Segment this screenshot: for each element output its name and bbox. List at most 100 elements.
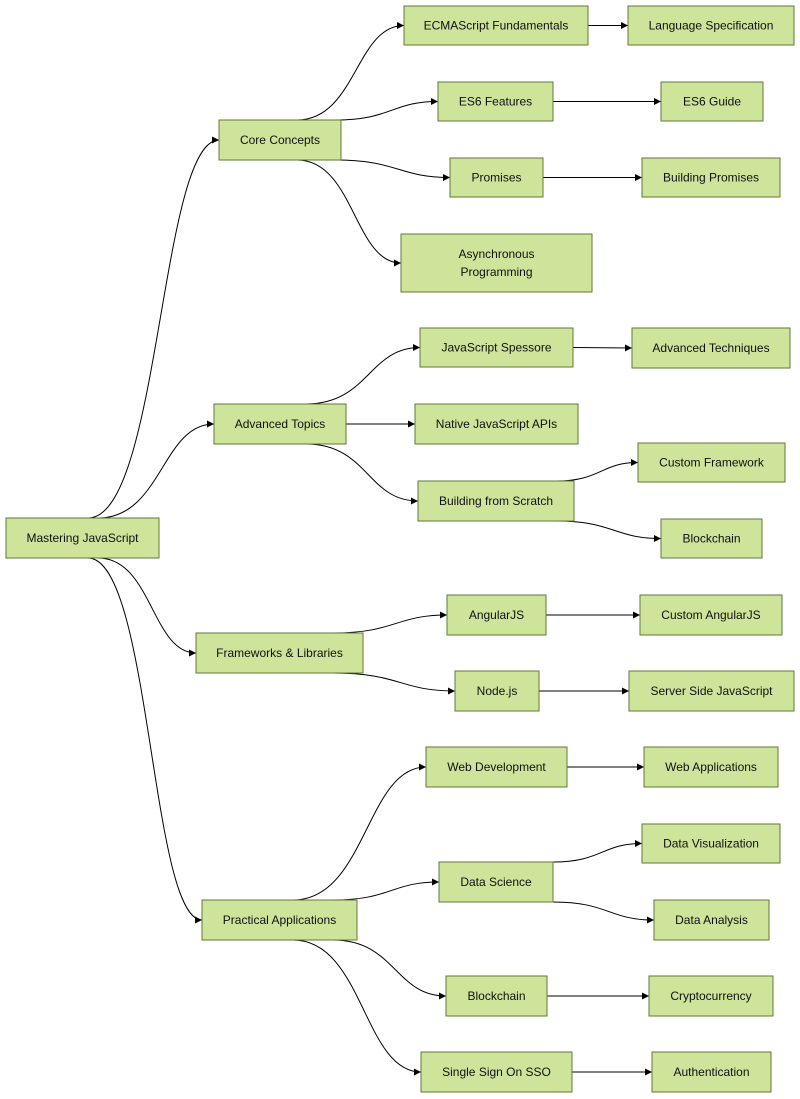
node-box	[648, 975, 774, 1017]
node-es6guide[interactable]: ES6 Guide	[660, 81, 764, 122]
node-label: Custom Framework	[659, 456, 765, 470]
node-box	[218, 119, 342, 161]
node-crypto[interactable]: Cryptocurrency	[648, 975, 774, 1017]
node-webapps[interactable]: Web Applications	[643, 746, 779, 788]
node-label: Blockchain	[682, 532, 740, 546]
edge-spessore-to-advtech	[572, 344, 633, 352]
node-root[interactable]: Mastering JavaScript	[5, 517, 160, 559]
node-label: Practical Applications	[223, 913, 336, 927]
node-label: Building Promises	[663, 171, 759, 185]
node-scratch[interactable]: Building from Scratch	[417, 480, 575, 522]
node-box	[639, 594, 783, 636]
node-box	[631, 327, 791, 369]
node-blockchain1[interactable]: Blockchain	[660, 518, 763, 559]
node-customfw[interactable]: Custom Framework	[637, 442, 786, 483]
edge-scratch-to-blockchain1	[555, 520, 662, 542]
node-box	[651, 1051, 772, 1093]
node-label: Authentication	[673, 1065, 749, 1079]
edge-practical-to-blockchain2	[332, 939, 447, 1000]
node-label: Data Science	[460, 875, 532, 889]
node-es6[interactable]: ES6 Features	[437, 81, 554, 122]
node-box	[449, 157, 544, 198]
node-label: Advanced Techniques	[652, 341, 769, 355]
node-adv[interactable]: Advanced Topics	[213, 403, 347, 445]
node-label: Language Specification	[649, 19, 774, 33]
edge-core-to-async	[296, 159, 402, 267]
node-label: ES6 Guide	[683, 95, 741, 109]
edge-datasci-to-dataanal	[552, 901, 655, 924]
node-label: Custom AngularJS	[661, 608, 760, 622]
node-label: Data Visualization	[663, 837, 759, 851]
node-label: Core Concepts	[240, 133, 320, 147]
edges-layer	[87, 22, 662, 1076]
edge-scratch-to-customfw	[555, 459, 639, 482]
node-label: Native JavaScript APIs	[436, 417, 557, 431]
node-box	[195, 632, 364, 674]
node-label: Server Side JavaScript	[650, 684, 773, 698]
node-box	[213, 403, 347, 445]
edge-practical-to-sso	[292, 939, 422, 1076]
node-webdev[interactable]: Web Development	[425, 746, 568, 788]
edge-practical-to-datasci	[332, 878, 440, 901]
node-box	[454, 670, 540, 712]
node-ssjs[interactable]: Server Side JavaScript	[628, 670, 795, 712]
node-practical[interactable]: Practical Applications	[201, 899, 358, 941]
node-native[interactable]: Native JavaScript APIs	[414, 403, 579, 445]
node-label: ECMAScript Fundamentals	[424, 19, 569, 33]
edge-datasci-to-dataviz	[552, 840, 643, 863]
node-box	[641, 157, 781, 198]
node-box	[400, 233, 593, 293]
node-box	[438, 861, 554, 903]
edge-core-to-ecma	[296, 22, 405, 121]
node-box	[437, 81, 554, 122]
edge-root-to-fw	[97, 557, 197, 657]
node-label: Mastering JavaScript	[26, 531, 139, 545]
node-box	[653, 899, 770, 941]
node-box	[660, 81, 764, 122]
node-buildprom[interactable]: Building Promises	[641, 157, 781, 198]
node-box	[417, 480, 575, 522]
node-sso[interactable]: Single Sign On SSO	[420, 1051, 573, 1093]
node-label: Building from Scratch	[439, 494, 553, 508]
edge-practical-to-webdev	[292, 763, 427, 901]
nodes-layer: Mastering JavaScript Core Concepts ECMAScr…	[5, 5, 795, 1093]
edge-core-to-es6	[334, 98, 439, 121]
node-label: Frameworks & Libraries	[216, 646, 343, 660]
node-dataanal[interactable]: Data Analysis	[653, 899, 770, 941]
node-node[interactable]: Node.js	[454, 670, 540, 712]
edge-core-to-promises	[334, 159, 451, 181]
node-ecma[interactable]: ECMAScript Fundamentals	[403, 5, 589, 46]
node-box	[628, 670, 795, 712]
node-box	[660, 518, 763, 559]
node-label: Cryptocurrency	[670, 989, 751, 1003]
node-angular[interactable]: AngularJS	[446, 594, 547, 636]
edge-root-to-core	[87, 136, 220, 519]
node-dataviz[interactable]: Data Visualization	[641, 823, 781, 864]
node-customang[interactable]: Custom AngularJS	[639, 594, 783, 636]
node-label: Advanced Topics	[235, 417, 326, 431]
node-box	[627, 5, 795, 46]
node-blockchain2[interactable]: Blockchain	[445, 975, 548, 1017]
node-datasci[interactable]: Data Science	[438, 861, 554, 903]
node-label: JavaScript Spessore	[441, 341, 551, 355]
node-box	[420, 1051, 573, 1093]
edge-root-to-practical	[87, 557, 203, 924]
node-label: ES6 Features	[459, 95, 532, 109]
node-box	[641, 823, 781, 864]
node-fw[interactable]: Frameworks & Libraries	[195, 632, 364, 674]
node-label: Blockchain	[467, 989, 525, 1003]
node-box	[403, 5, 589, 46]
node-auth[interactable]: Authentication	[651, 1051, 772, 1093]
node-box	[414, 403, 579, 445]
node-advtech[interactable]: Advanced Techniques	[631, 327, 791, 369]
node-label: Promises	[471, 171, 521, 185]
node-promises[interactable]: Promises	[449, 157, 544, 198]
node-core[interactable]: Core Concepts	[218, 119, 342, 161]
node-langspec[interactable]: Language Specification	[627, 5, 795, 46]
node-box	[5, 517, 160, 559]
node-spessore[interactable]: JavaScript Spessore	[419, 327, 574, 368]
edge-fw-to-angular	[332, 611, 448, 634]
